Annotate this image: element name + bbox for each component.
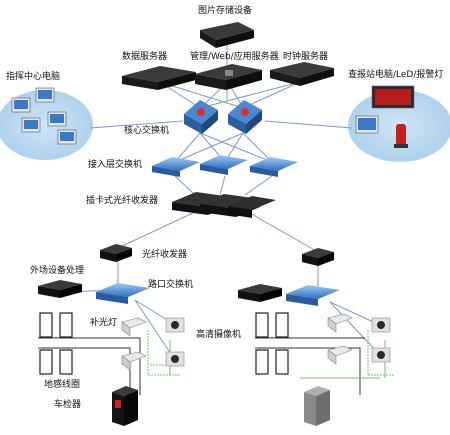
label-query-station: 查报站电脑/LeD/报警灯 [348,70,444,80]
hd-camera-icon [165,317,185,333]
pc-group-icon [11,87,77,145]
label-card-transceiver: 插卡式光纤收发器 [86,196,159,206]
crossing-switch-right [286,285,340,306]
rack-server-icon [122,66,196,90]
card-transceiver-rack [172,192,276,218]
rack-server-icon [270,62,334,86]
field-processor-left [38,280,82,298]
access-switches [152,155,298,177]
crossing-switch-left [96,283,150,304]
fill-light-icon [327,345,353,365]
label-storage: 图片存储设备 [198,6,253,16]
vehicle-detector-icon [112,386,138,426]
label-command-center: 指挥中心电脑 [6,72,61,82]
fiber-transceiver-left [100,244,132,262]
core-switch-right [228,100,262,134]
hd-camera-icon [371,347,391,363]
ground-coils-left [39,312,73,375]
label-fiber-transceiver: 光纤收发器 [142,250,188,260]
label-field-processing: 外场设备处理 [30,266,85,276]
label-access-switch: 接入层交换机 [88,160,143,170]
led-board-icon [371,85,415,109]
label-ground-coil: 地感线圈 [44,380,81,390]
vehicle-detector-icon [304,386,330,426]
label-vehicle-detector: 车检器 [54,400,82,410]
label-core-switch: 核心交换机 [124,126,170,136]
fill-light-icon [327,313,353,333]
label-time-server: 时钟服务器 [283,52,329,62]
label-mgmt-server: 管理/Web/应用服务器 [190,52,279,62]
links [59,42,381,361]
alarm-light-icon [394,124,408,148]
label-fill-light: 补光灯 [90,318,118,328]
label-data-server: 数据服务器 [122,52,168,62]
hd-camera-icon [371,317,391,333]
field-processor-right [238,284,282,302]
rack-server-icon [195,64,262,90]
fill-light-icon [121,351,147,371]
label-crossing-switch: 路口交换机 [148,280,194,290]
fill-light-icon [121,317,147,337]
query-pc-icon [355,115,379,134]
core-switch-left [184,100,218,134]
hd-camera-icon [165,351,185,367]
ground-coils-right [255,312,289,375]
label-hd-camera: 高清摄像机 [196,330,242,340]
fiber-transceiver-right [302,248,334,266]
field-wiring [38,330,395,400]
storage-box-icon [200,22,254,48]
